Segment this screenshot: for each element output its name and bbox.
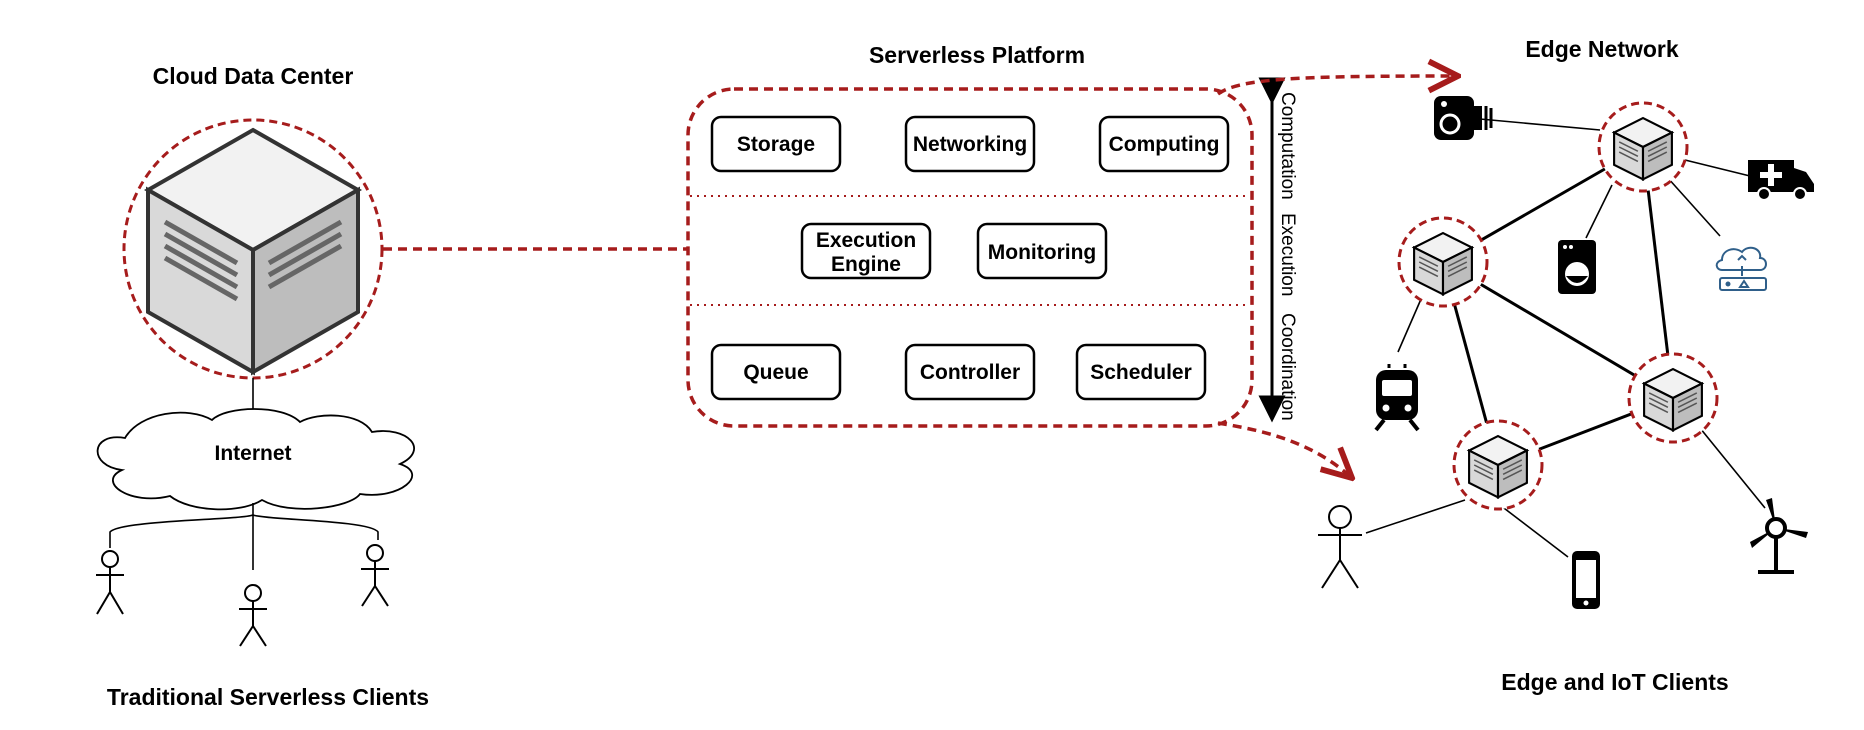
wind-turbine-icon [1750,498,1808,574]
cloud-icon [96,408,415,511]
svg-text:Execution: Execution [816,229,916,252]
layer-label-execution: Execution [1277,213,1298,296]
storage-box: Storage [710,115,842,173]
internet-label: Internet [214,442,291,465]
scheduler-box: Scheduler [1075,343,1207,401]
edge-node [1597,101,1689,193]
layer-label-coordination: Coordination [1277,313,1298,421]
train-icon [1374,364,1420,432]
client-connections [109,503,379,570]
washing-machine-icon [1558,240,1596,294]
edge-iot-clients-title: Edge and IoT Clients [1501,669,1728,695]
svg-text:Controller: Controller [920,361,1020,384]
svg-text:Monitoring: Monitoring [988,241,1096,264]
edge-node [1452,419,1544,511]
svg-text:Networking: Networking [913,133,1027,156]
internet-cloud: Internet [96,408,415,511]
platform-to-edge-link-top [1216,76,1458,96]
device-links [1365,118,1766,558]
networking-box: Networking [904,115,1036,173]
serverless-platform-title: Serverless Platform [869,42,1085,68]
edge-node [1397,216,1489,308]
server-cube-icon [1468,435,1528,499]
computing-box: Computing [1098,115,1230,173]
svg-text:Storage: Storage [737,133,815,156]
server-cube-icon [1643,368,1703,432]
server-cube-icon [1613,117,1673,181]
svg-text:Scheduler: Scheduler [1090,361,1192,384]
traditional-clients-title: Traditional Serverless Clients [107,684,429,710]
person-icon [1318,505,1362,589]
svg-text:Engine: Engine [831,253,901,276]
layer-label-computation: Computation [1277,92,1298,200]
edge-node [1627,352,1719,444]
server-cube-icon [1413,232,1473,296]
platform-to-edge-link-bottom [1217,421,1352,478]
svg-text:Queue: Queue [743,361,808,384]
person-icon [239,584,267,647]
edge-network-title: Edge Network [1525,36,1679,62]
svg-text:Computing: Computing [1109,133,1220,156]
server-cube-icon [143,127,363,376]
monitoring-box: Monitoring [976,222,1108,280]
cloud-server-node [122,118,384,380]
cloud-data-center-title: Cloud Data Center [153,63,354,89]
smartphone-icon [1572,551,1600,609]
controller-box: Controller [904,343,1036,401]
ambulance-icon [1748,160,1814,201]
serverless-platform-container [686,87,1254,428]
queue-box: Queue [710,343,842,401]
person-icon [96,550,124,615]
person-icon [361,544,389,607]
camera-icon [1434,96,1493,140]
execution-engine-box: Execution Engine [800,222,932,280]
cloud-router-icon [1715,246,1767,291]
